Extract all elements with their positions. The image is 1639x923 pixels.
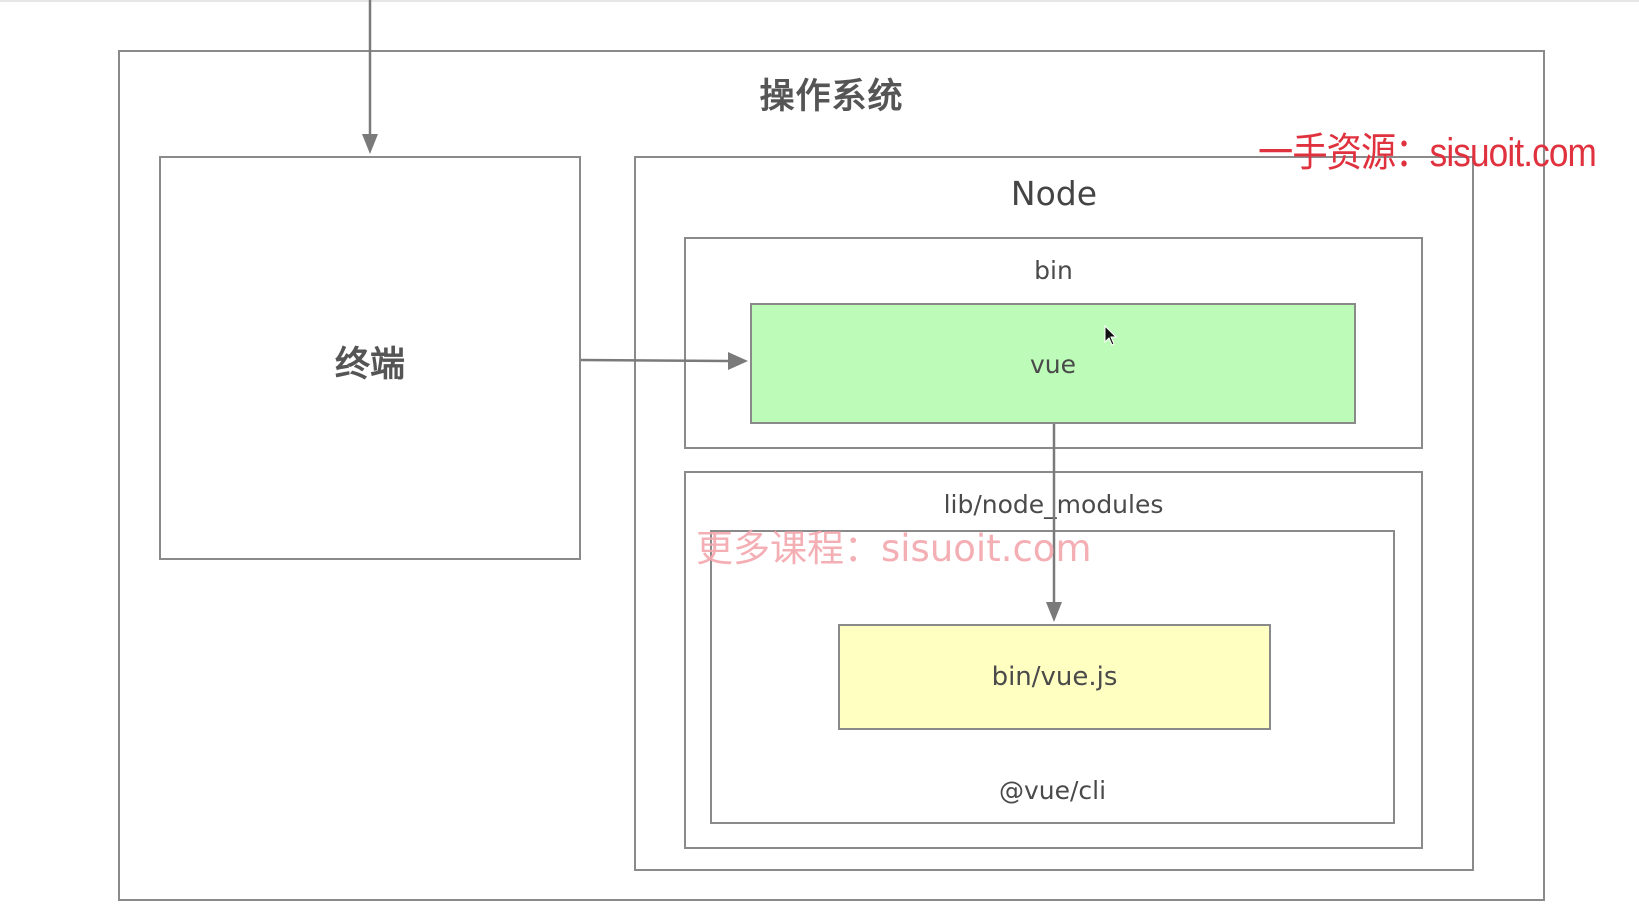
bin-label: bin	[1034, 256, 1073, 285]
operating-system-box	[118, 50, 1545, 901]
node-label: Node	[1010, 174, 1098, 213]
vue-cli-package-label: @vue/cli	[998, 776, 1107, 805]
top-edge-line	[0, 0, 1639, 2]
lib-node-modules-label: lib/node_modules	[943, 490, 1164, 519]
vue-js-entry-label: bin/vue.js	[991, 662, 1118, 692]
terminal-label: 终端	[334, 345, 405, 385]
vue-command-label: vue	[1029, 350, 1077, 379]
vue-cli-package-box	[710, 530, 1395, 824]
watermark-center: 更多课程：sisuoit.com	[696, 527, 1092, 570]
vue-js-entry-box	[838, 624, 1271, 730]
operating-system-title: 操作系统	[759, 77, 904, 117]
node-box	[634, 156, 1474, 871]
vue-command-box	[750, 303, 1356, 424]
watermark-top-right: 一手资源：sisuoit.com	[1258, 131, 1597, 175]
terminal-box	[159, 156, 581, 560]
mouse-cursor-icon	[1104, 325, 1118, 346]
